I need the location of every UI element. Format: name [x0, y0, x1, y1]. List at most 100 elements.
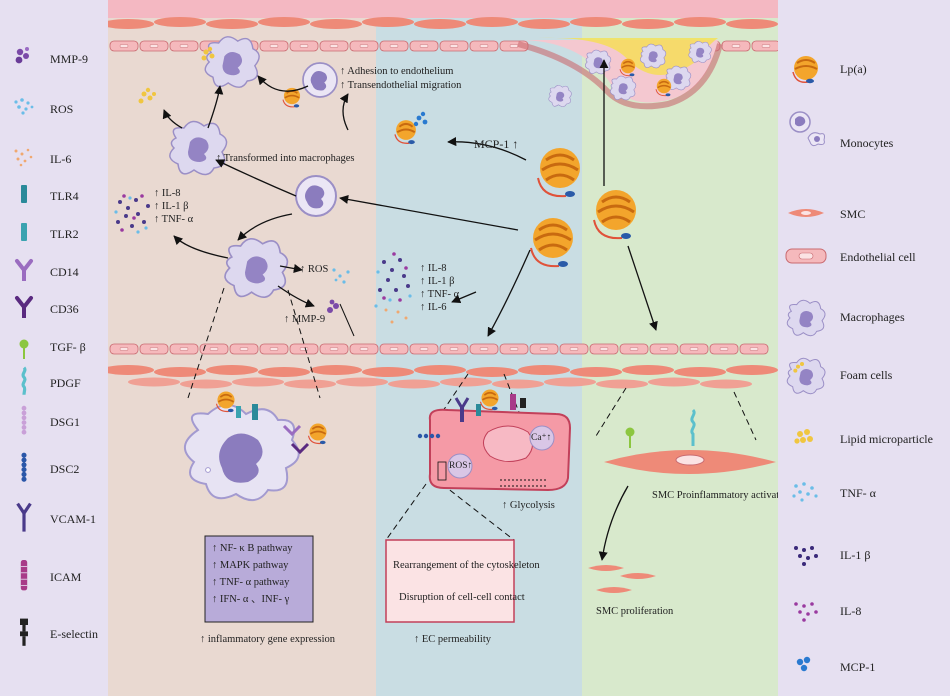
mcp1-icon	[796, 656, 811, 672]
legend-item-lpa: Lp(a)	[778, 50, 950, 90]
legend-left: MMP-9 ROS IL-6 TLR4 TLR2 CD14 CD36 TGF-	[0, 0, 108, 696]
cell-contact-label: Disruption of cell-cell contact	[399, 592, 525, 603]
legend-item-vcam1: VCAM-1	[0, 502, 108, 542]
mcp1-label: MCP-1 ↑	[474, 137, 519, 151]
legend-label: Lp(a)	[840, 62, 867, 76]
mmp9-icon	[15, 47, 29, 64]
diagram-canvas: ↑ Adhesion to endothelium ↑ Transendothe…	[108, 0, 793, 696]
foam-cell-icon	[786, 357, 826, 395]
pdgf-icon	[21, 366, 27, 395]
macrophage-icon	[786, 299, 826, 337]
pathway-nfkb: ↑ NF- κ B pathway	[212, 543, 293, 554]
legend-item-il1-beta: IL-1 β	[778, 536, 950, 576]
mono-tnf-label: ↑ TNF- α	[154, 214, 194, 225]
legend-label: Foam cells	[840, 368, 893, 382]
pathway-arrows	[162, 59, 658, 561]
legend-label: CD14	[50, 265, 79, 279]
legend-label: TLR2	[50, 227, 79, 241]
pathway-box	[204, 535, 314, 623]
pathway-tnf: ↑ TNF- α pathway	[212, 577, 290, 588]
legend-label: Monocytes	[840, 136, 894, 150]
legend-label: IL-1 β	[840, 548, 871, 562]
smc-activation-label: SMC Proinflammatory activation	[652, 490, 793, 501]
ec-il1-label: ↑ IL-1 β	[420, 276, 455, 287]
legend-item-smc: SMC	[778, 195, 950, 235]
ec-il8-label: ↑ IL-8	[420, 263, 447, 274]
dsg1-icon	[21, 405, 27, 435]
endothelial-cell-icon	[785, 248, 827, 264]
mmp9-dots	[327, 299, 339, 313]
mono-cytokine-cluster	[114, 194, 150, 234]
legend-item-mcp1: MCP-1	[778, 648, 950, 688]
legend-item-e-selectin: E-selectin	[0, 617, 108, 657]
il6-icon	[14, 148, 33, 167]
legend-item-tlr2: TLR2	[0, 217, 108, 257]
legend-label: PDGF	[50, 376, 81, 390]
diagram-artwork	[108, 0, 778, 696]
legend-label: DSG1	[50, 415, 81, 429]
vcam1-icon	[16, 502, 32, 532]
cd14-icon	[15, 259, 33, 281]
legend-item-cd36: CD36	[0, 292, 108, 332]
legend-item-il8: IL-8	[778, 592, 950, 632]
cytoskeleton-label: Rearrangement of the cytoskeleton	[393, 560, 540, 571]
e-selectin-icon	[20, 618, 28, 646]
legend-item-tgf-beta: TGF- β	[0, 330, 108, 370]
zoomed-smc	[604, 408, 776, 474]
legend-label: ICAM	[50, 570, 82, 584]
legend-label: MMP-9	[50, 52, 89, 66]
glycolysis-label: ↑ Glycolysis	[502, 500, 555, 511]
legend-label: IL-8	[840, 604, 862, 618]
ec-permeability-label: ↑ EC permeability	[414, 634, 491, 645]
icam-icon	[20, 560, 28, 591]
mono-il1-label: ↑ IL-1 β	[154, 201, 189, 212]
legend-item-dsg1: DSG1	[0, 405, 108, 445]
monocyte-icon	[789, 111, 825, 147]
legend-label: DSC2	[50, 462, 80, 476]
ros-label: ↑ ROS	[300, 264, 329, 275]
ec-tnf-label: ↑ TNF- α	[420, 289, 460, 300]
legend-item-endothelial: Endothelial cell	[778, 238, 950, 278]
legend-item-ros: ROS	[0, 92, 108, 132]
legend-label: MCP-1	[840, 660, 876, 674]
smc-proliferation-label: SMC proliferation	[596, 606, 674, 617]
legend-label: Lipid microparticle	[840, 432, 933, 446]
pathway-box-text: ↑ NF- κ B pathway ↑ MAPK pathway ↑ TNF- …	[212, 540, 312, 608]
smc-icon	[788, 209, 824, 217]
il1-beta-icon	[794, 546, 818, 566]
transendothelial-label: ↑ Transendothelial migration	[340, 80, 462, 91]
pathway-mapk: ↑ MAPK pathway	[212, 560, 289, 571]
ros-dots	[332, 268, 350, 284]
zoomed-endothelial-cell	[417, 388, 572, 492]
tlr4-icon	[21, 185, 27, 203]
il8-icon	[794, 602, 818, 622]
legend-label: CD36	[50, 302, 79, 316]
legend-label: TNF- α	[840, 486, 876, 500]
lipid-microparticle-icon	[794, 429, 813, 444]
gene-expression-label: ↑ inflammatory gene expression	[200, 634, 336, 645]
dsc2-icon	[21, 452, 27, 482]
legend-item-mmp9: MMP-9	[0, 42, 108, 82]
ec-cytokine-cluster	[374, 252, 412, 324]
top-vessel-wall	[108, 0, 778, 110]
legend-item-pdgf: PDGF	[0, 366, 108, 406]
macrophage-panel-cells	[114, 36, 350, 313]
legend-item-lipid-microparticle: Lipid microparticle	[778, 420, 950, 460]
legend-item-il6: IL-6	[0, 142, 108, 182]
zoomed-monocyte	[184, 390, 328, 501]
legend-right: Lp(a) Monocytes SMC Endothelial cell Mac…	[778, 0, 950, 696]
legend-label: VCAM-1	[50, 512, 97, 526]
mmp9-label: ↑ MMP-9	[284, 314, 326, 325]
lpa-cluster	[394, 111, 638, 269]
legend-item-tlr4: TLR4	[0, 179, 108, 219]
ec-il6-label: ↑ IL-6	[420, 302, 447, 313]
mono-il8-label: ↑ IL-8	[154, 188, 181, 199]
legend-item-icam: ICAM	[0, 560, 108, 600]
transformed-label: ↑ Transformed into macrophages	[216, 153, 355, 164]
legend-label: Macrophages	[840, 310, 905, 324]
legend-label: E-selectin	[50, 627, 98, 641]
ec-calcium-label: Ca⁺↑	[531, 433, 552, 443]
legend-label: TGF- β	[50, 340, 86, 354]
legend-label: IL-6	[50, 152, 72, 166]
tnf-alpha-icon	[792, 482, 818, 502]
